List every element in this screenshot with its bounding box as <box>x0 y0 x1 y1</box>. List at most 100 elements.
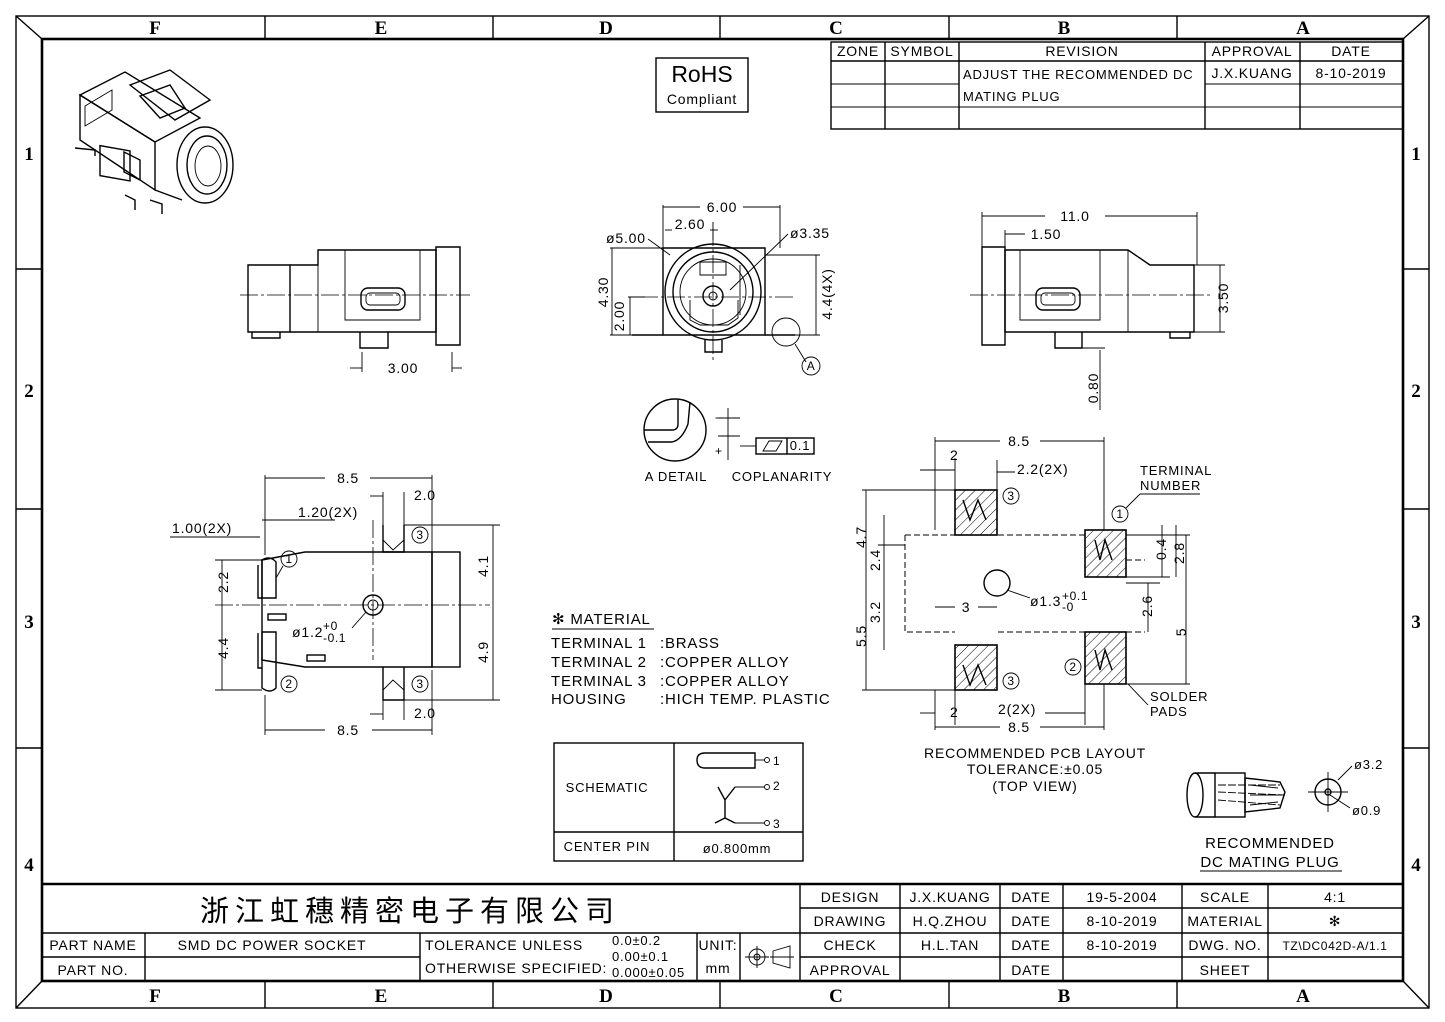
terminal-number-label: TERMINAL <box>1140 463 1212 478</box>
material-label: MATERIAL <box>1187 913 1262 929</box>
pcb-caption: RECOMMENDED PCB LAYOUT <box>924 745 1146 761</box>
zone-col-top: F <box>149 18 161 39</box>
detail-minus: - <box>715 410 720 424</box>
tolerance-value: 0.00±0.1 <box>612 949 669 964</box>
hole-tol-lower: -0.1 <box>323 631 346 645</box>
material-value: :HICH TEMP. PLASTIC <box>660 691 831 708</box>
dim-1-00-2x: 1.00(2X) <box>172 520 232 536</box>
detail-label: A DETAIL <box>645 469 708 484</box>
drawing-name: H.Q.ZHOU <box>913 913 988 929</box>
rohs-title: RoHS <box>671 61 732 87</box>
solder-pads-label: SOLDER <box>1150 689 1208 704</box>
side-view-left: 3.00 <box>240 246 470 376</box>
dim-2-2x: 2(2X) <box>998 701 1036 717</box>
dim-11-0: 11.0 <box>1060 208 1089 224</box>
design-label: DESIGN <box>821 889 879 905</box>
dim-5-5: 5.5 <box>853 625 869 647</box>
dim-3-2: 3.2 <box>867 601 883 623</box>
dim-dia-3-35: ø3.35 <box>790 225 830 241</box>
front-view: A 6.00 2.60 ø5.00 ø3.35 4.30 2.00 4.4(4X… <box>595 199 835 376</box>
dim-4-7: 4.7 <box>853 526 869 548</box>
bottom-view: 8.5 2.0 1.20(2X) 1.00(2X) 2.2 4.4 4.1 4.… <box>170 470 500 738</box>
schematic-pin: 3 <box>773 817 780 831</box>
schematic-pin: 2 <box>773 779 780 793</box>
check-date: 8-10-2019 <box>1086 937 1157 953</box>
material-value: :COPPER ALLOY <box>660 673 790 690</box>
design-name: J.X.KUANG <box>909 889 990 905</box>
part-name: SMD DC POWER SOCKET <box>178 937 367 953</box>
dwg-no-value: TZ\DC042D-A/1.1 <box>1282 939 1387 953</box>
dim-2-0-bottom: 2.0 <box>414 705 436 721</box>
terminal-callout: 2 <box>285 677 292 691</box>
side-view-right: 11.0 1.50 3.50 0.80 <box>970 208 1231 410</box>
material-value: :COPPER ALLOY <box>660 654 790 671</box>
schematic-pin: 1 <box>773 754 780 768</box>
schematic-label: SCHEMATIC <box>566 780 649 795</box>
revision-date: 8-10-2019 <box>1315 65 1386 81</box>
dim-4-4-4x: 4.4(4X) <box>819 268 835 320</box>
coplanarity-label: COPLANARITY <box>732 469 833 484</box>
schematic-table: SCHEMATIC CENTER PIN ø0.800mm 1 2 3 <box>553 742 804 862</box>
zone-col-top: A <box>1296 18 1310 39</box>
scale-value: 4:1 <box>1324 889 1346 905</box>
material-title: ✻ MATERIAL <box>552 611 651 628</box>
drawing-date-label: DATE <box>1011 913 1051 929</box>
dim-8-5-pcb-top: 8.5 <box>1008 433 1030 449</box>
zone-col-top: C <box>829 18 843 39</box>
zone-col-bottom: F <box>149 986 161 1007</box>
dim-2-0-top: 2.0 <box>414 487 436 503</box>
plug-dim-0-9: ø0.9 <box>1352 803 1381 818</box>
dim-2-60: 2.60 <box>675 216 705 232</box>
material-name: TERMINAL 1 <box>551 635 647 652</box>
sheet-frame <box>15 15 1430 1009</box>
plug-dim-3-2: ø3.2 <box>1354 757 1383 772</box>
solder-pads-label: PADS <box>1150 704 1188 719</box>
zone-row-right: 3 <box>1411 612 1421 633</box>
pcb-layout: 8.5 2 2.2(2X) 4.7 2.4 3.2 5.5 3 2.6 5 0.… <box>853 433 1212 794</box>
dim-0-4: 0.4 <box>1153 538 1169 560</box>
company-name: 浙江虹穗精密电子有限公司 <box>200 895 620 928</box>
dim-4-30: 4.30 <box>595 277 611 307</box>
pcb-terminal-callout: 2 <box>1069 660 1076 674</box>
check-name: H.L.TAN <box>921 937 979 953</box>
terminal-callout: 1 <box>285 552 292 566</box>
dim-4-1: 4.1 <box>475 555 491 577</box>
material-value: :BRASS <box>660 635 720 652</box>
approval-date-label: DATE <box>1011 962 1051 978</box>
pcb-terminal-callout: 3 <box>1007 674 1014 688</box>
mating-plug: ø3.2 ø0.9 RECOMMENDED DC MATING PLUG <box>1186 757 1383 872</box>
terminal-callout: 3 <box>416 677 423 691</box>
pcb-caption: TOLERANCE:±0.05 <box>967 761 1103 777</box>
check-date-label: DATE <box>1011 937 1051 953</box>
dim-1-50: 1.50 <box>1031 226 1061 242</box>
center-pin-value: ø0.800mm <box>703 841 772 856</box>
zone-col-top: E <box>375 18 388 39</box>
plug-caption: RECOMMENDED <box>1205 835 1335 852</box>
pcb-hole-tol-lower: -0 <box>1062 600 1074 614</box>
revision-text-line1: ADJUST THE RECOMMENDED DC <box>963 67 1193 82</box>
dim-2-2-2x: 2.2(2X) <box>1017 461 1069 477</box>
approval-label: APPROVAL <box>810 962 891 978</box>
dim-2-4: 2.4 <box>867 549 883 571</box>
isometric-product-image <box>74 69 234 214</box>
tolerance-label-2: OTHERWISE SPECIFIED: <box>425 960 607 976</box>
detail-marker-a: A <box>807 359 816 373</box>
zone-col-top: B <box>1058 18 1071 39</box>
zone-row-left: 2 <box>24 381 34 402</box>
dim-2-6: 2.6 <box>1139 595 1155 617</box>
revision-header-symbol: SYMBOL <box>890 43 953 59</box>
zone-row-right: 4 <box>1411 855 1421 876</box>
drawing-label: DRAWING <box>814 913 887 929</box>
material-name: TERMINAL 2 <box>551 654 647 671</box>
revision-text-line2: MATING PLUG <box>963 89 1060 104</box>
zone-row-left: 3 <box>24 612 34 633</box>
drawing-date: 8-10-2019 <box>1086 913 1157 929</box>
dim-5-pcb: 5 <box>1173 628 1189 637</box>
scale-label: SCALE <box>1200 889 1250 905</box>
dim-2-pcb-top: 2 <box>950 447 959 463</box>
pcb-terminal-callout: 3 <box>1007 489 1014 503</box>
terminal-number-label: NUMBER <box>1140 478 1201 493</box>
projection-symbol-icon <box>745 945 794 969</box>
tolerance-value: 0.0±0.2 <box>612 933 661 948</box>
